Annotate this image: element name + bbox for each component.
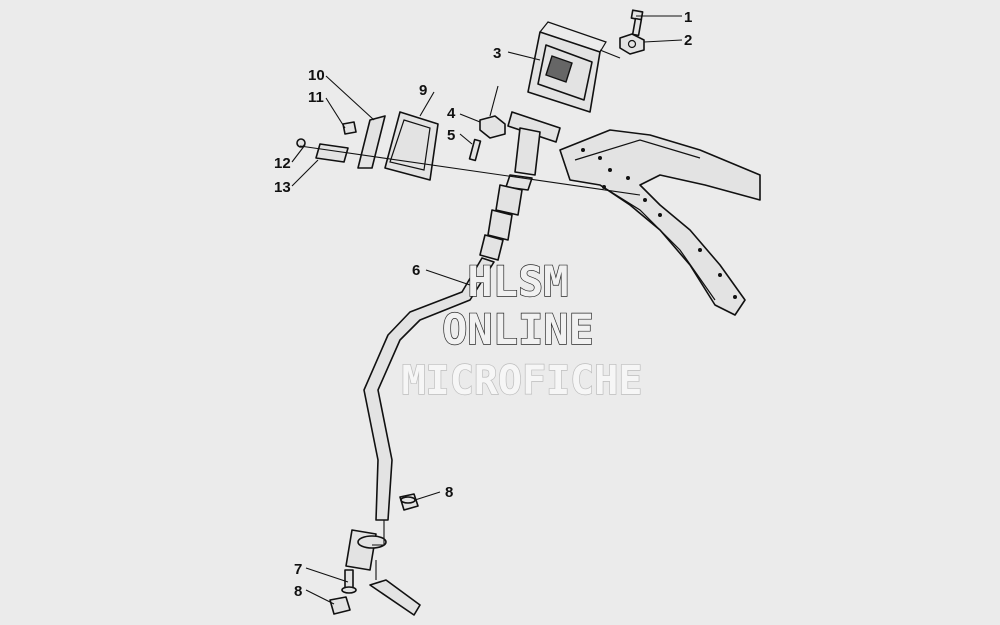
- watermark-line-2: ONLINE: [442, 305, 594, 354]
- callout-8-upper: 8: [445, 484, 453, 501]
- lower-bolt: [341, 569, 357, 594]
- callout-9: 9: [419, 82, 427, 99]
- callouts: 1 2 3 4 5 6 7 8 8 9 10 11 12 13: [274, 9, 692, 600]
- cover: [384, 111, 439, 181]
- leader-lines: [291, 15, 683, 605]
- callout-3: 3: [493, 45, 501, 62]
- steering-housing: [527, 21, 607, 113]
- steering-arm: [369, 579, 421, 616]
- small-nut: [342, 121, 357, 135]
- callout-5: 5: [447, 127, 455, 144]
- lower-nut: [329, 596, 351, 615]
- callout-13: 13: [274, 179, 291, 196]
- steering-post: [479, 111, 561, 261]
- callout-1: 1: [684, 9, 692, 26]
- watermark: HLSM ONLINE MICROFICHE: [401, 256, 643, 404]
- callout-6: 6: [412, 262, 420, 279]
- bolt: [630, 9, 644, 37]
- callout-7: 7: [294, 561, 302, 578]
- callout-10: 10: [308, 67, 325, 84]
- small-bolt: [468, 138, 482, 162]
- screw: [296, 138, 306, 148]
- callout-8-lower: 8: [294, 583, 302, 600]
- clip: [315, 143, 349, 163]
- bushing: [479, 115, 506, 139]
- steering-shaft: [345, 257, 495, 571]
- watermark-line-1: HLSM: [467, 257, 568, 306]
- vehicle-frame: [559, 129, 761, 316]
- bracket: [357, 115, 386, 169]
- callout-11: 11: [308, 89, 324, 106]
- nut: [399, 493, 419, 511]
- callout-12: 12: [274, 155, 291, 172]
- callout-2: 2: [684, 32, 692, 49]
- watermark-line-3: MICROFICHE: [402, 358, 643, 404]
- clamp: [619, 33, 645, 55]
- callout-4: 4: [447, 105, 456, 122]
